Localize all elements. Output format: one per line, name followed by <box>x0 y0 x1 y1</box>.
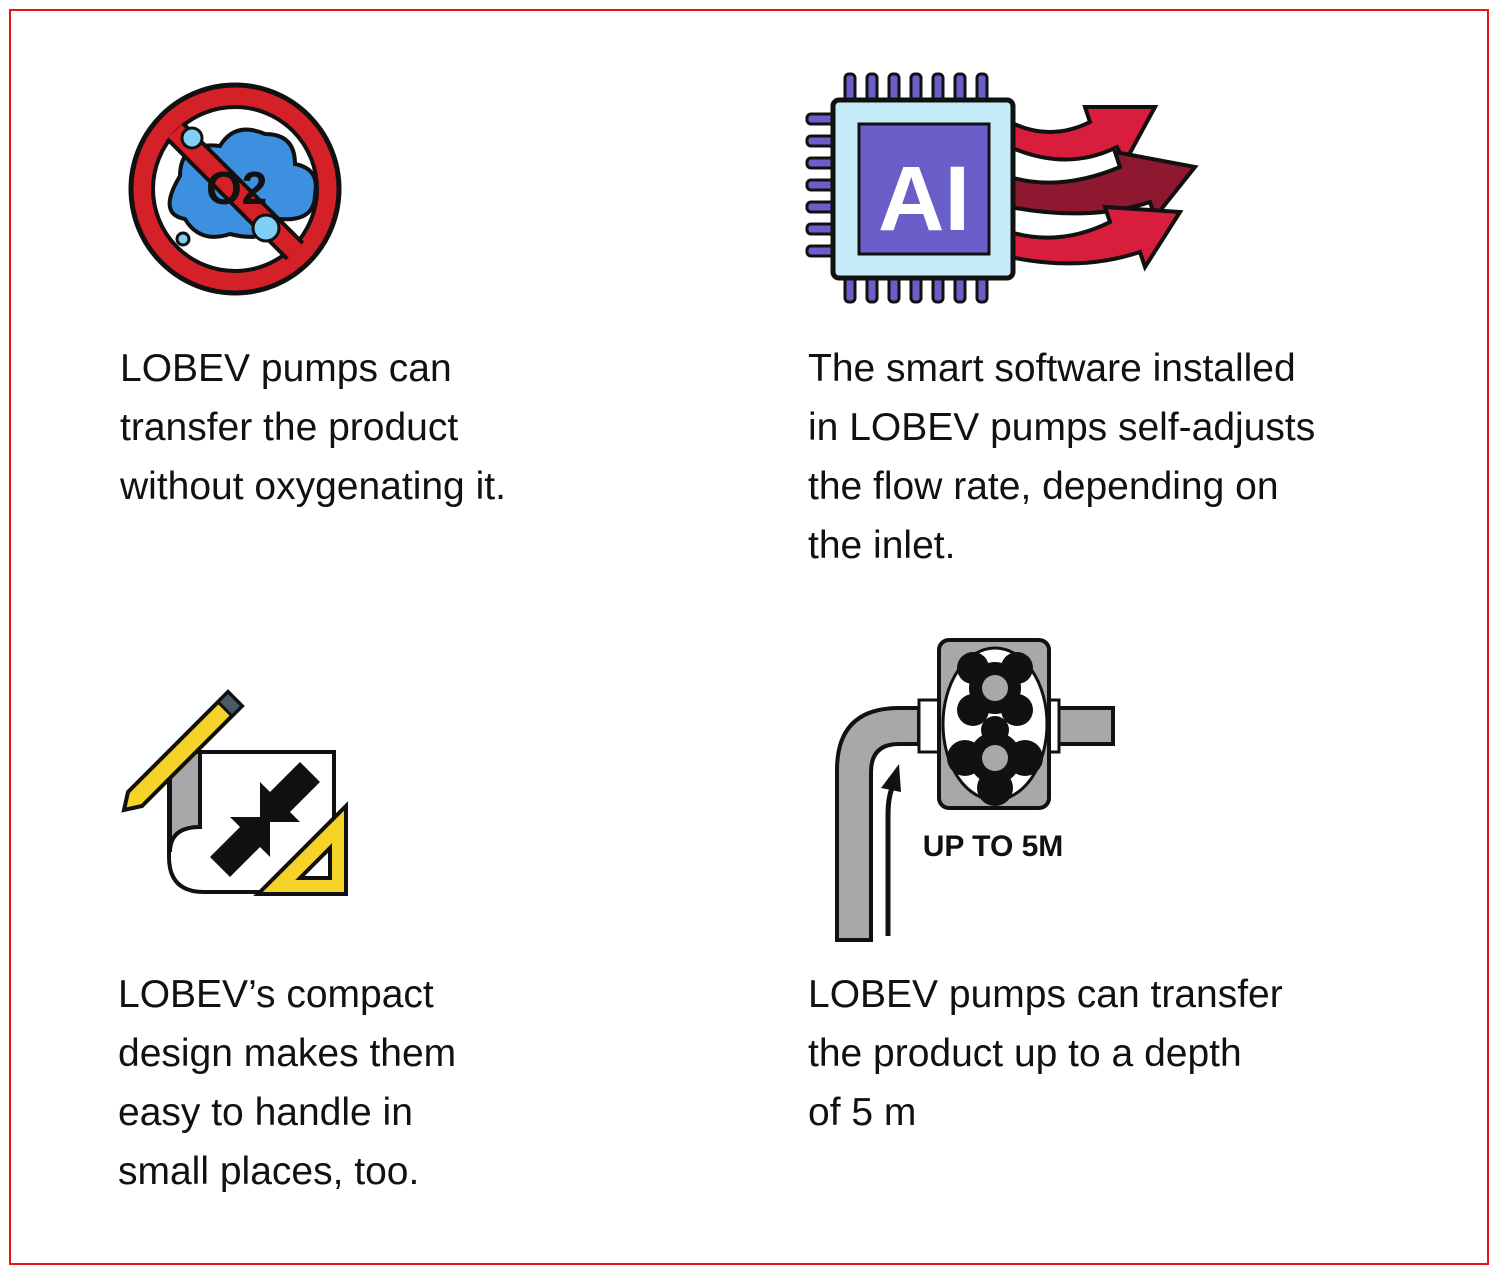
ai-chip-icon: AI <box>805 72 1199 304</box>
feature-text: LOBEV pumps can transfer the product up … <box>808 973 1283 1134</box>
feature-text: The smart software installed in LOBEV pu… <box>808 347 1316 567</box>
lobe-pump-depth-icon: UP TO 5M <box>835 638 1115 942</box>
ai-label: AI <box>878 148 970 250</box>
o2-label: O2 <box>206 162 267 214</box>
content-frame <box>9 9 1489 1265</box>
feature-text: LOBEV pumps can transfer the product wit… <box>120 347 506 508</box>
compact-design-icon <box>121 689 348 896</box>
depth-label: UP TO 5M <box>923 830 1064 863</box>
feature-text: LOBEV’s compact design makes them easy t… <box>118 973 457 1193</box>
no-oxygen-icon: O2 <box>128 82 342 296</box>
